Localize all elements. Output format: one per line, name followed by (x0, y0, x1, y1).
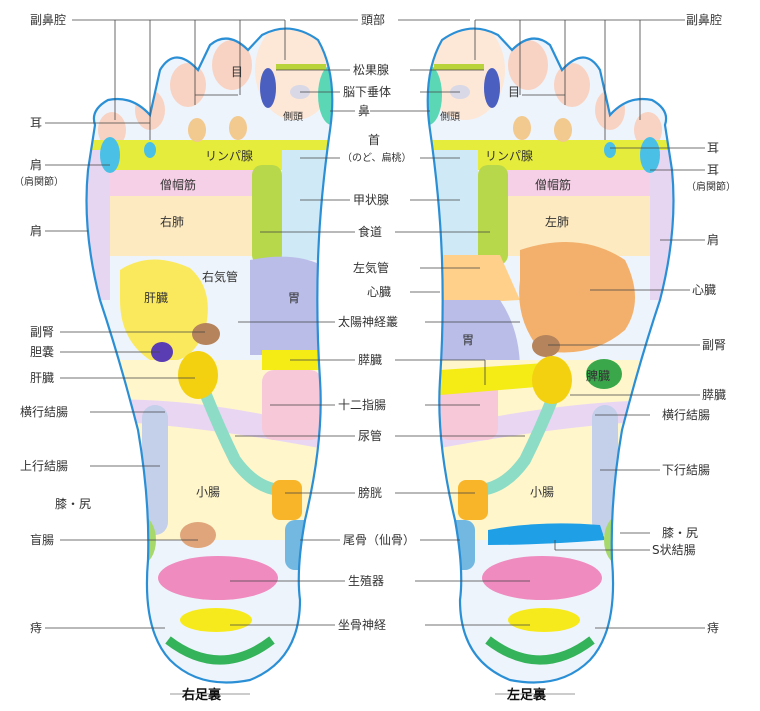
label-sinus-left: 副鼻腔 (686, 12, 722, 27)
label-eye-left: 目 (508, 85, 520, 99)
label-ear-left-2: 耳 (707, 163, 719, 177)
label-colon-ascending: 上行結腸 (20, 459, 68, 473)
label-spleen: 脾臓 (586, 368, 610, 383)
label-hemorrhoid-left: 痔 (707, 620, 719, 635)
label-ear-left: 耳 (707, 141, 719, 155)
label-shoulder-left: 肩 (707, 232, 719, 247)
label-solar-plexus: 太陽神経叢 (338, 314, 398, 329)
kidney-zone (178, 351, 218, 399)
label-sigmoid: S状結腸 (652, 543, 696, 557)
label-sinus-right: 副鼻腔 (30, 12, 66, 27)
label-coccyx: 尾骨（仙骨） (343, 533, 415, 547)
ear-zone (100, 137, 120, 173)
sciatic-zone (180, 608, 252, 632)
label-eye-right: 目 (231, 65, 243, 79)
label-adrenal-left: 副腎 (702, 338, 726, 352)
label-pineal: 松果腺 (353, 63, 389, 77)
genital-zone (482, 556, 602, 600)
label-trapezius-left: 僧帽筋 (535, 177, 571, 192)
label-nose: 鼻 (358, 103, 370, 118)
label-appendix: 盲腸 (30, 532, 54, 547)
ear-zone (604, 142, 616, 158)
pineal-zone (276, 64, 326, 70)
label-head: 頭部 (361, 12, 385, 27)
eye-zone (513, 116, 531, 140)
label-esophagus: 食道 (358, 224, 382, 239)
label-pancreas-left: 膵臓 (702, 388, 726, 402)
label-kidney-right: 肝臓 (30, 371, 54, 385)
adrenal-zone (532, 335, 560, 357)
bladder-zone (272, 480, 302, 520)
label-colon-transverse-right: 横行結腸 (20, 405, 68, 419)
label-ureter: 尿管 (358, 428, 382, 443)
label-genital: 生殖器 (348, 573, 384, 588)
label-lymph-left: リンパ腺 (485, 149, 533, 163)
label-sciatic: 坐骨神経 (338, 618, 386, 632)
captions: 右足裏 左足裏 (170, 687, 575, 703)
label-liver-inside: 肝臓 (144, 291, 168, 305)
label-stomach-right: 胃 (288, 291, 300, 305)
adrenal-zone (192, 323, 220, 345)
label-thyroid: 甲状腺 (353, 193, 389, 207)
label-adrenal-right: 副腎 (30, 325, 54, 339)
label-gallbladder: 胆嚢 (30, 344, 54, 359)
kidney-zone (532, 356, 572, 404)
eye-zone (188, 118, 206, 142)
thyroid-zone (418, 150, 478, 260)
label-shoulder-right-2: 肩 (30, 223, 42, 238)
temporal-zone (484, 68, 500, 108)
label-shoulder-joint-right: （肩関節） (14, 175, 64, 188)
ear-zone (640, 137, 660, 173)
bladder-zone (458, 480, 488, 520)
label-temporal-right: 側頭 (283, 110, 303, 123)
caption-right-sole: 右足裏 (181, 687, 222, 703)
label-heart-center: 心臓 (367, 285, 391, 299)
trachea-zone (478, 165, 508, 265)
label-knee-right: 膝・尻 (55, 497, 91, 511)
label-trachea-center: 左気管 (353, 260, 389, 275)
trachea-zone (252, 165, 282, 265)
appendix-zone (180, 522, 216, 548)
label-duodenum: 十二指腸 (338, 397, 386, 412)
sciatic-zone (508, 608, 580, 632)
label-bladder: 膀胱 (358, 485, 382, 500)
label-pituitary: 脳下垂体 (343, 85, 391, 99)
caption-left-sole: 左足裏 (507, 687, 547, 703)
label-colon-descending: 下行結腸 (662, 463, 710, 477)
label-neck: 首 (368, 133, 380, 147)
knee-zone (604, 515, 636, 565)
eye-zone (554, 118, 572, 142)
label-shoulder-joint-left: （肩関節） (686, 180, 736, 193)
temporal-zone (260, 68, 276, 108)
sinus-zone (554, 63, 590, 107)
label-trapezius-right: 僧帽筋 (160, 177, 196, 192)
label-hemorrhoid-right: 痔 (30, 620, 42, 635)
label-colon-transverse-left: 横行結腸 (662, 408, 710, 422)
genital-zone (158, 556, 278, 600)
pineal-zone (434, 64, 484, 70)
label-lung-right: 右肺 (160, 214, 184, 229)
ear-zone (144, 142, 156, 158)
label-knee-left: 膝・尻 (662, 526, 698, 540)
sinus-zone (170, 63, 206, 107)
label-throat: （のど、扁桃） (342, 151, 412, 164)
label-small-intestine-right: 小腸 (196, 485, 220, 499)
label-trachea-right: 右気管 (202, 269, 238, 284)
eye-zone (229, 116, 247, 140)
label-temporal-left: 側頭 (440, 110, 460, 123)
label-stomach-left: 胃 (462, 333, 474, 347)
label-lung-left: 左肺 (545, 214, 569, 229)
label-heart-left: 心臓 (692, 283, 716, 297)
colon-ascending-zone (142, 405, 168, 535)
label-pancreas: 膵臓 (358, 353, 382, 367)
label-shoulder-right: 肩 (30, 157, 42, 172)
label-small-intestine-left: 小腸 (530, 485, 554, 499)
label-ear-right: 耳 (30, 116, 42, 130)
label-lymph-right: リンパ腺 (205, 149, 253, 163)
thyroid-zone (282, 150, 342, 260)
